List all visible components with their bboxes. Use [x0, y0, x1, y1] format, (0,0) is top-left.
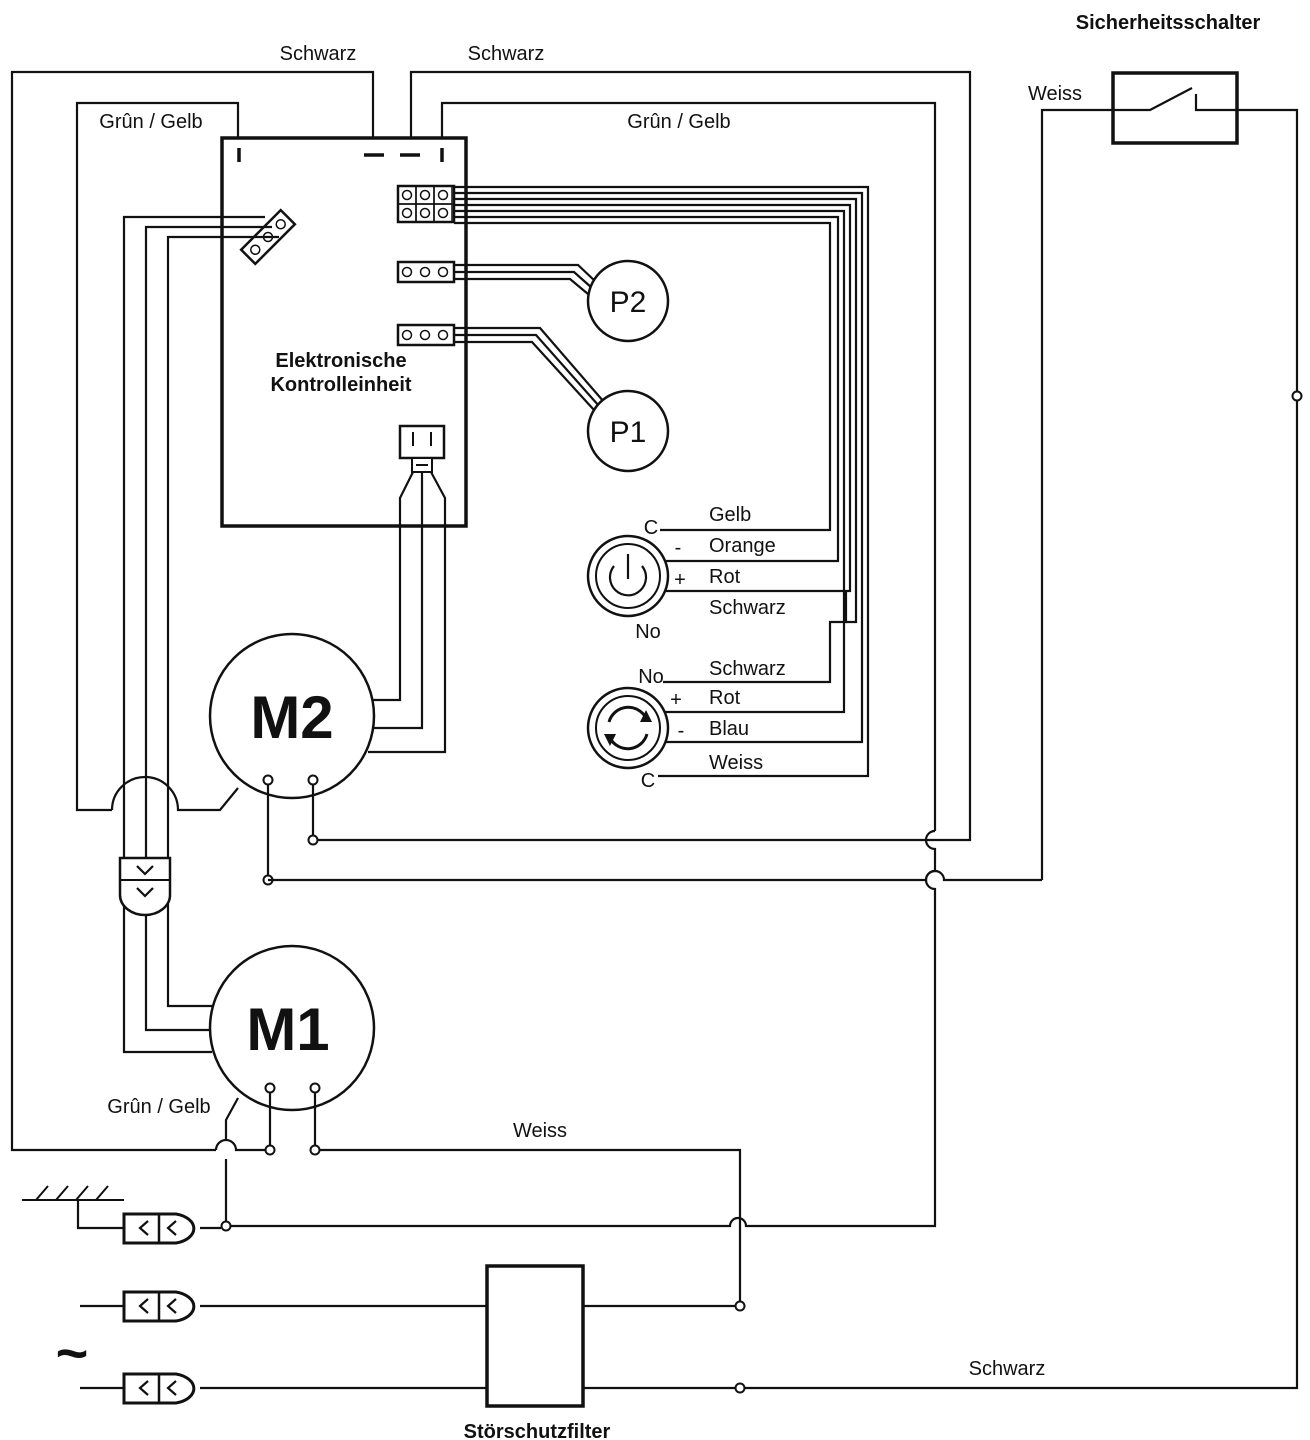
- m2-terminal: [307, 774, 319, 786]
- plug-connector-icon: [118, 856, 172, 917]
- rotation-wire-weiss: Weiss: [709, 752, 763, 774]
- wire-label-black-mid: Schwarz: [468, 43, 545, 65]
- wire-m1-right: [313, 1093, 742, 1306]
- motor-m2-label: M2: [250, 684, 333, 751]
- power-switch-no: No: [635, 621, 661, 643]
- plug-connector-icon: [122, 1290, 196, 1323]
- sensor-p1: [586, 389, 670, 473]
- wires-m2-plug: [368, 471, 447, 754]
- power-wire-orange: Orange: [709, 535, 776, 557]
- wire-black-hop: [214, 1138, 270, 1152]
- wires-bus: [454, 185, 870, 778]
- wire-white-safety: [1040, 108, 1113, 880]
- motor-m1-label: M1: [246, 996, 329, 1063]
- rotation-switch-minus: -: [678, 720, 685, 742]
- m2-terminal: [262, 774, 274, 786]
- power-switch-plus: +: [674, 569, 686, 591]
- switch-contact-icon: [1111, 71, 1239, 145]
- sensor-p2: [586, 259, 670, 343]
- wire-label-white-bottom: Weiss: [513, 1120, 567, 1142]
- power-switch-minus: -: [675, 537, 682, 559]
- sensor-p1-label: P1: [610, 416, 647, 449]
- plug-connector-icon: [122, 1372, 196, 1405]
- m1-terminal: [309, 1082, 321, 1094]
- earth-ground-icon: [22, 1185, 124, 1230]
- rotation-wire-rot: Rot: [709, 687, 741, 709]
- connector-3pin-p1: [396, 323, 456, 347]
- wires-p2: [454, 263, 597, 295]
- wire-green-yellow-mid: [440, 101, 937, 831]
- wire-black-outer-left: [10, 70, 375, 1152]
- wire-m2-neutral: [268, 869, 1042, 882]
- wires-p1: [454, 326, 605, 411]
- junction: [734, 1300, 746, 1312]
- power-switch: [586, 534, 670, 618]
- junction: [734, 1382, 746, 1394]
- m1-terminal: [264, 1082, 276, 1094]
- power-switch-c: C: [644, 517, 658, 539]
- wire-label-black-left: Schwarz: [280, 43, 357, 65]
- rotation-switch-c: C: [641, 770, 655, 792]
- wires-bundle: [122, 215, 279, 1054]
- wire-green-yellow-left: [75, 101, 240, 812]
- connector-6pin: [396, 184, 456, 224]
- rotate-icon: [604, 705, 652, 751]
- wire-label-black-bottom: Schwarz: [969, 1358, 1046, 1380]
- control-unit-label-2: Kontrolleinheit: [270, 374, 411, 396]
- sensor-p2-label: P2: [610, 286, 647, 319]
- power-icon: [608, 554, 648, 597]
- safety-switch-label: Sicherheitsschalter: [1076, 12, 1261, 34]
- junction: [220, 1220, 232, 1232]
- rotation-switch-plus: +: [670, 689, 682, 711]
- wire-label-green-yellow-m1: Grûn / Gelb: [107, 1096, 210, 1118]
- motor-m2: [208, 632, 376, 800]
- motor-m1: [208, 944, 376, 1112]
- wire-green-yellow-left-arc: [110, 775, 239, 812]
- power-wire-gelb: Gelb: [709, 504, 751, 526]
- wire-green-yellow-bridge: [226, 829, 937, 1228]
- ac-symbol: ~: [56, 1321, 89, 1384]
- wire-label-green-yellow-mid: Grûn / Gelb: [627, 111, 730, 133]
- rotation-switch-no: No: [638, 666, 664, 688]
- terminal-right: [1291, 390, 1303, 402]
- junction: [309, 1144, 321, 1156]
- power-wire-rot: Rot: [709, 566, 741, 588]
- wire-m1-ground: [224, 1097, 239, 1141]
- wire-safety-right: [740, 108, 1299, 1390]
- rotation-switch: [586, 686, 670, 770]
- wire-label-white-top: Weiss: [1028, 83, 1082, 105]
- rotation-wire-blau: Blau: [709, 718, 749, 740]
- power-wire-schwarz: Schwarz: [709, 597, 786, 619]
- junction: [307, 834, 319, 846]
- connector-m2-plug: [398, 424, 446, 473]
- plug-connector-icon: [122, 1212, 196, 1245]
- connector-3pin-p2: [396, 260, 456, 284]
- wire-black-mid: [313, 70, 972, 842]
- wire-label-green-yellow-left: Grûn / Gelb: [99, 111, 202, 133]
- rotation-wire-schwarz: Schwarz: [709, 658, 786, 680]
- control-unit-label-1: Elektronische: [275, 350, 406, 372]
- interference-filter: [485, 1264, 585, 1408]
- filter-label: Störschutzfilter: [464, 1421, 611, 1440]
- junction: [264, 1144, 276, 1156]
